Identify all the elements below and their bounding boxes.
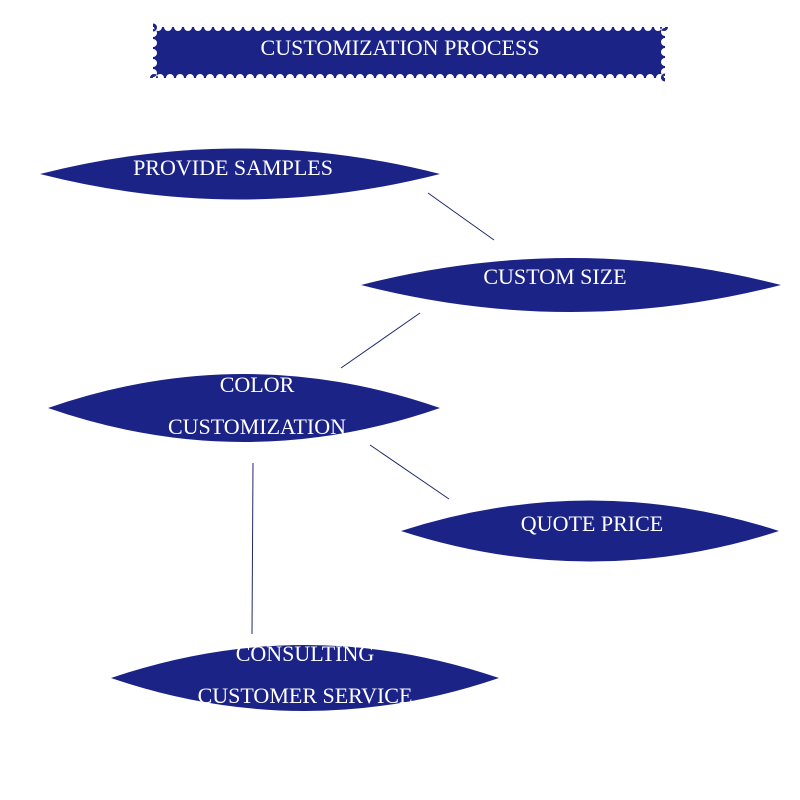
connector-custom-size-to-color-customization [340, 312, 421, 369]
node-provide-samples: PROVIDE SAMPLES [40, 148, 440, 200]
connector-color-customization-to-consulting [251, 462, 254, 635]
node-custom-size-label: CUSTOM SIZE [483, 264, 626, 289]
node-consulting-customer-service: CONSULTING CUSTOMER SERVICE [111, 641, 499, 711]
node-provide-samples-label: PROVIDE SAMPLES [133, 155, 333, 180]
title-banner-shape [150, 23, 668, 82]
node-quote-price-shape [401, 500, 779, 562]
title-text: CUSTOMIZATION PROCESS [261, 35, 540, 60]
node-color-customization-label-line-2: CUSTOMIZATION [168, 414, 346, 439]
node-color-customization-shape [48, 374, 440, 442]
node-color-customization: COLOR CUSTOMIZATION [48, 372, 440, 442]
node-consulting-customer-service-label-line-1: CONSULTING [236, 641, 375, 666]
node-consulting-customer-service-label-line-2: CUSTOMER SERVICE [198, 683, 413, 708]
connector-color-customization-to-quote-price [369, 444, 450, 500]
node-custom-size-shape [361, 258, 781, 312]
node-quote-price-label: QUOTE PRICE [521, 511, 663, 536]
node-custom-size: CUSTOM SIZE [361, 258, 781, 312]
node-provide-samples-shape [40, 148, 440, 200]
connector-provide-samples-to-custom-size [427, 192, 495, 241]
node-color-customization-label-line-1: COLOR [220, 372, 295, 397]
title-banner: CUSTOMIZATION PROCESS [150, 23, 668, 82]
node-quote-price: QUOTE PRICE [401, 500, 779, 562]
node-consulting-customer-service-shape [111, 645, 499, 711]
